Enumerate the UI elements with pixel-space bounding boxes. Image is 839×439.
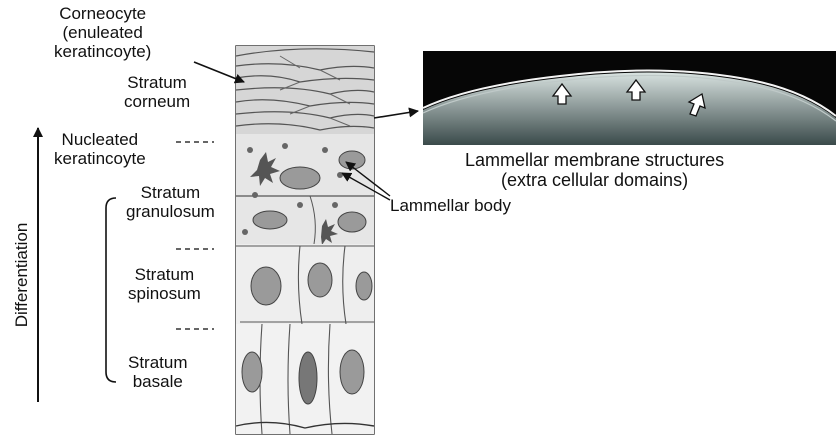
epidermis-illustration (236, 46, 374, 434)
stratum-granulosum-layer (236, 134, 374, 245)
stratum-corneum-layer (236, 46, 374, 134)
stratum-spinosum-layer (236, 244, 374, 324)
living-layers-bracket (106, 198, 116, 382)
stratum-basale-layer (236, 324, 374, 434)
micrograph-image (423, 51, 836, 145)
micrograph-pointer-arrow (374, 111, 418, 118)
